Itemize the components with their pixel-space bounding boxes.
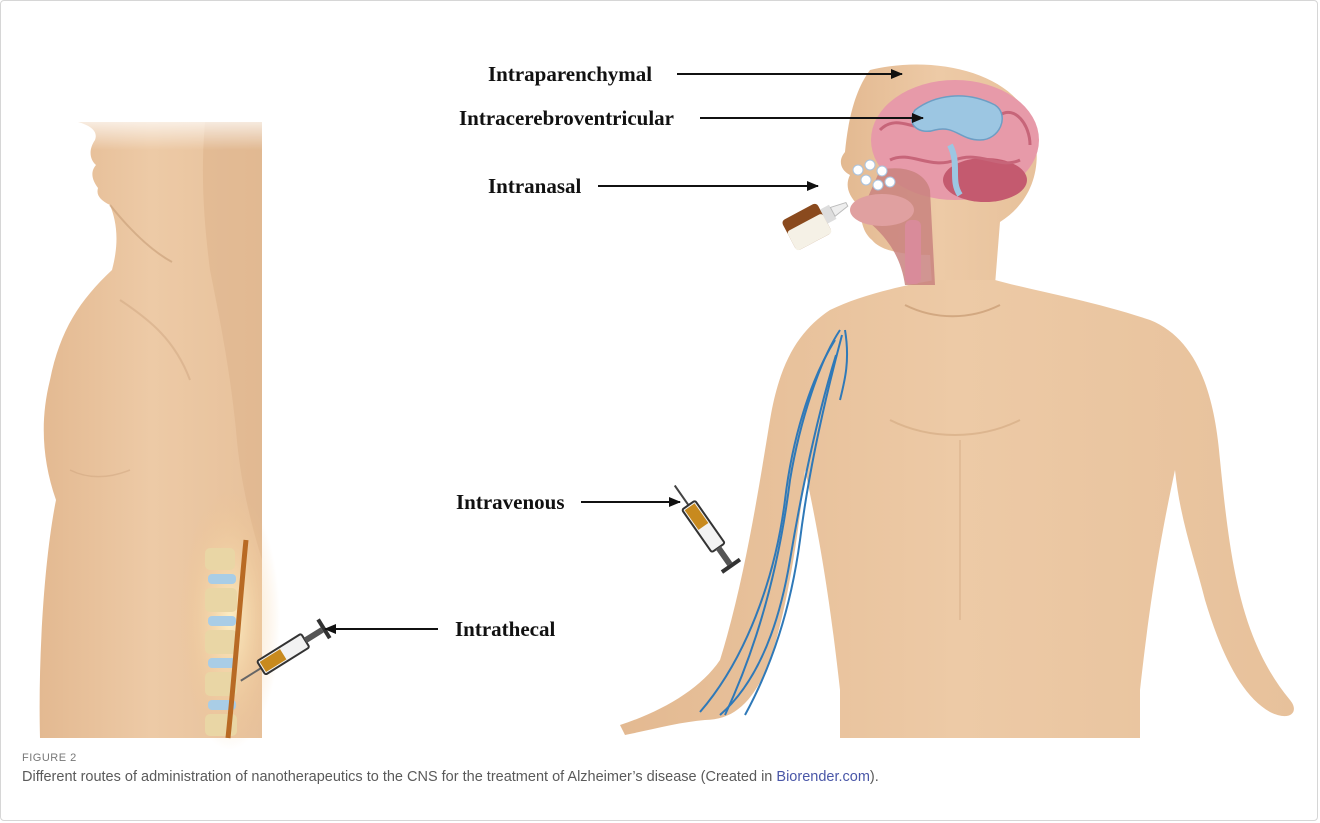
label-intrathecal: Intrathecal <box>455 619 555 640</box>
label-intraparenchymal: Intraparenchymal <box>488 64 652 85</box>
figure-caption: Different routes of administration of na… <box>22 769 879 785</box>
figure-label: FIGURE 2 <box>22 752 77 764</box>
label-intranasal: Intranasal <box>488 176 581 197</box>
label-intracerebroventricular: Intracerebroventricular <box>459 108 674 129</box>
nasal-spray-bottle <box>781 190 855 251</box>
side-torso-figure <box>40 110 332 750</box>
biorender-link[interactable]: Biorender.com <box>776 769 870 785</box>
nasal-airway <box>850 160 935 285</box>
caption-text-before: Different routes of administration of na… <box>22 769 776 785</box>
label-intravenous: Intravenous <box>456 492 565 513</box>
caption-text-after: ). <box>870 769 879 785</box>
front-body-figure <box>620 64 1294 738</box>
syringe-intravenous <box>666 479 741 574</box>
